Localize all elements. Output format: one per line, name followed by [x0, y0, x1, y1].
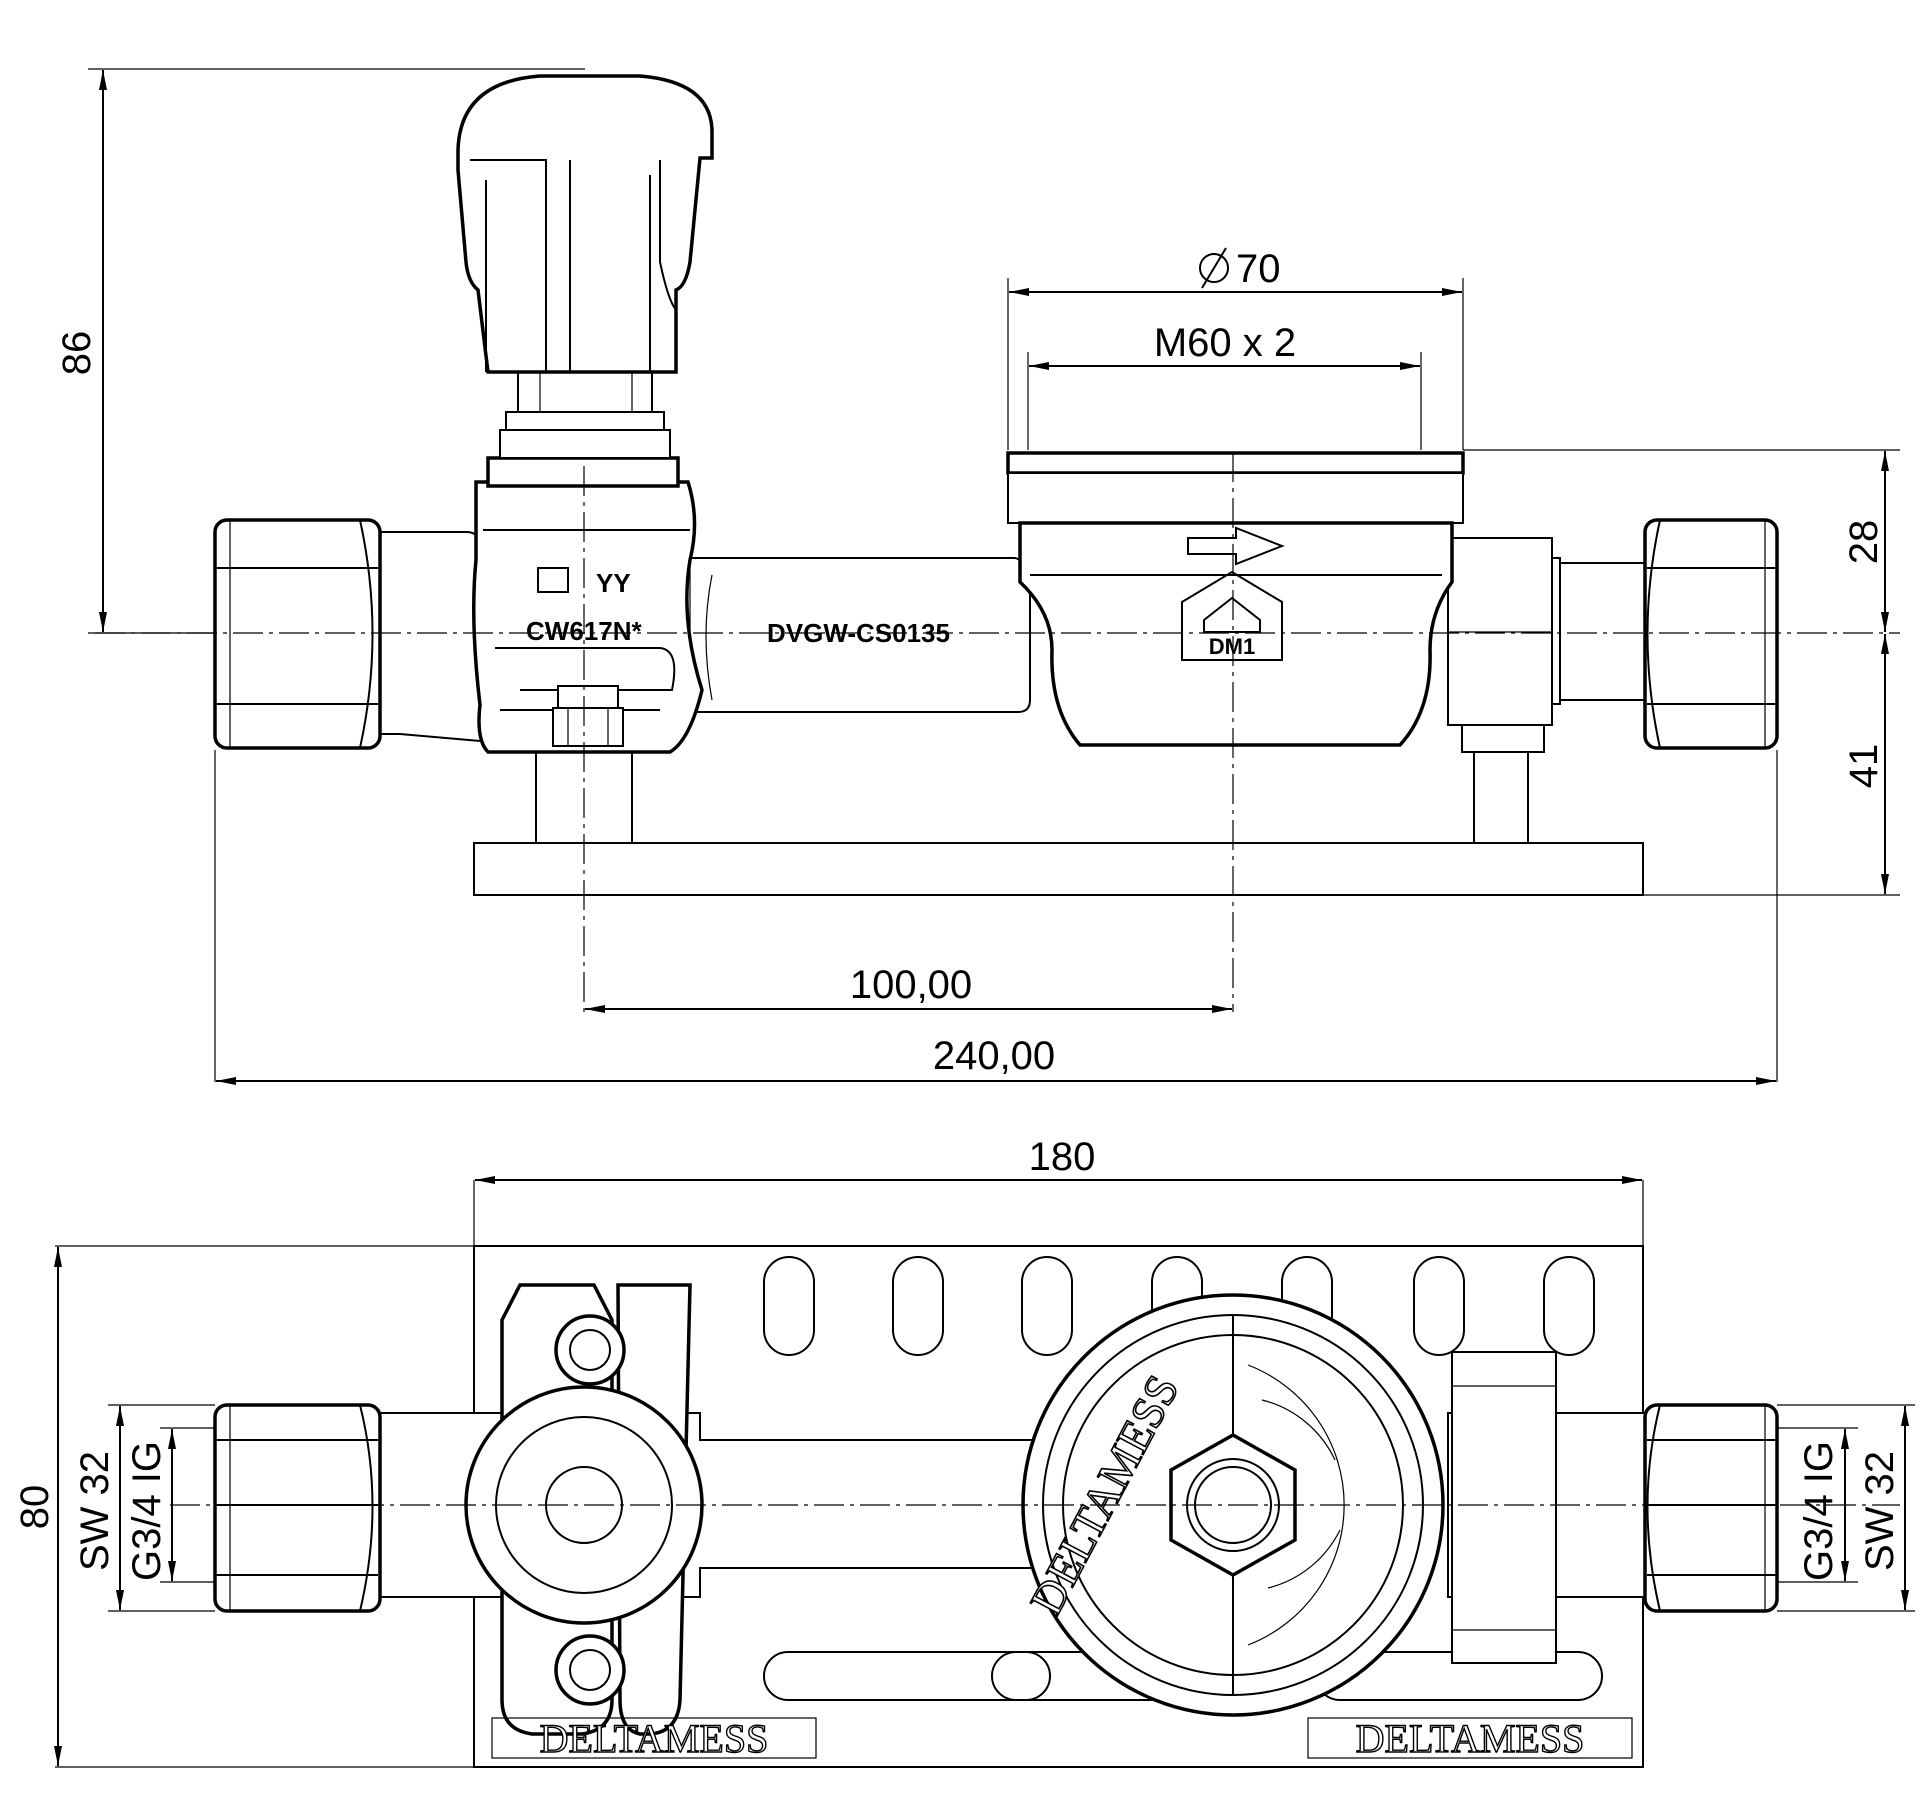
union-nut-left-top	[213, 1403, 382, 1613]
union-nut-left	[213, 518, 382, 750]
side-view: 86 28 41 70 M60 x 2 100,00 240,00 YY CW6…	[55, 68, 1900, 1085]
svg-text:DELTAMESS: DELTAMESS	[1356, 1716, 1585, 1761]
handwheel	[456, 74, 714, 374]
marking-yy: YY	[596, 568, 631, 598]
valve-clamp-top	[464, 1283, 704, 1736]
sw-right-label: SW 32	[1858, 1451, 1902, 1571]
union-nut-right	[1643, 518, 1779, 750]
g-left-label: G3/4 IG	[125, 1441, 169, 1581]
sw-left-label: SW 32	[73, 1451, 117, 1571]
plate-brand-right: DELTAMESS	[1307, 1715, 1633, 1762]
dim-86-label: 86	[55, 331, 99, 376]
meter-housing	[1006, 451, 1465, 747]
top-view: DELTAMESS DELTAMESS DELTAMESS 180 80	[13, 1135, 1915, 1768]
plate-brand-left: DELTAMESS	[491, 1715, 817, 1762]
clamp-nut-lower	[554, 1634, 626, 1706]
union-nut-right-top	[1643, 1403, 1779, 1613]
marking-material: CW617N*	[526, 616, 642, 646]
diameter-symbol-icon	[1199, 247, 1229, 289]
mounting-plate-side	[473, 842, 1644, 896]
marking-approval: DVGW-CS0135	[767, 618, 950, 648]
dim-thread-label: M60 x 2	[1154, 321, 1296, 365]
dm-badge	[1181, 570, 1283, 661]
svg-text:DELTAMESS: DELTAMESS	[540, 1716, 769, 1761]
support-post-right	[1473, 751, 1529, 844]
connector-block-top	[1451, 1351, 1557, 1664]
clamp-nut-upper	[554, 1314, 626, 1386]
dim-diameter-label: 70	[1236, 247, 1281, 291]
g-right-label: G3/4 IG	[1797, 1441, 1841, 1581]
dim-100-label: 100,00	[850, 963, 972, 1007]
dim-41-label: 41	[1842, 744, 1886, 789]
dim-28-label: 28	[1842, 520, 1886, 565]
marking-dm: DM1	[1209, 634, 1255, 659]
valve-bolt	[552, 685, 624, 747]
flow-direction-arrow	[1187, 526, 1285, 566]
valve-body	[472, 480, 704, 754]
dim-180-label: 180	[1029, 1135, 1096, 1179]
dim-240-label: 240,00	[933, 1034, 1055, 1078]
dim-80-label: 80	[13, 1485, 57, 1530]
valve-square-marking	[537, 567, 569, 593]
